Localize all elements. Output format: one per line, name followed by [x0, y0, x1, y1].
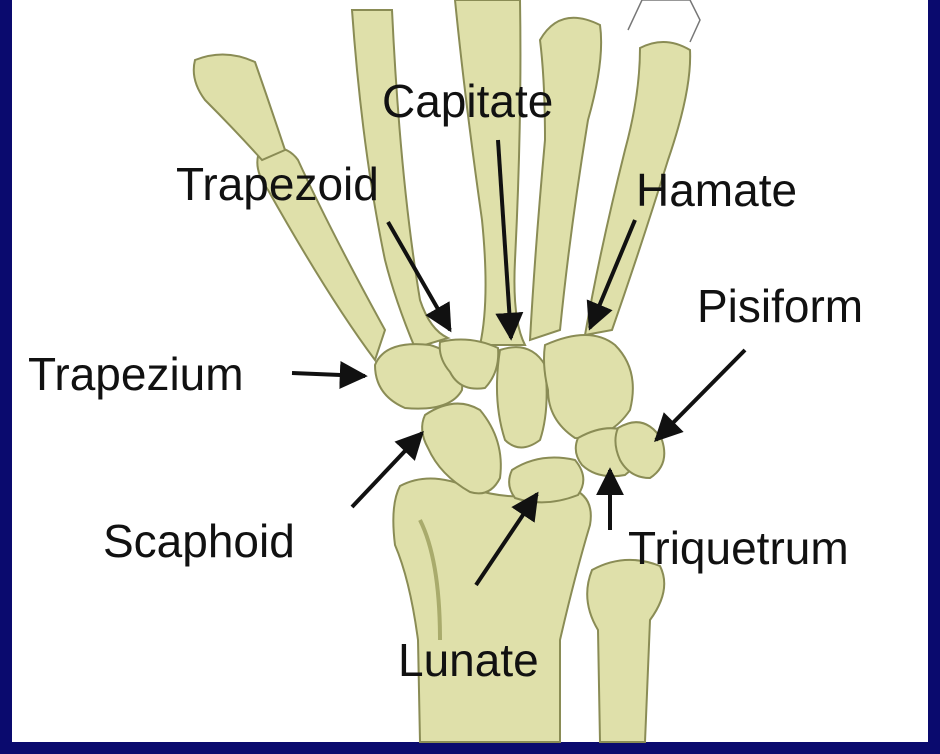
label-triquetrum: Triquetrum	[628, 522, 849, 574]
hamate-bone	[544, 335, 633, 438]
label-lunate: Lunate	[398, 634, 539, 686]
label-scaphoid: Scaphoid	[103, 515, 295, 567]
capitate-bone	[497, 347, 547, 447]
lunate-bone	[509, 458, 583, 503]
label-trapezium: Trapezium	[28, 348, 244, 400]
label-hamate: Hamate	[636, 164, 797, 216]
label-pisiform: Pisiform	[697, 280, 863, 332]
label-trapezoid: Trapezoid	[176, 158, 379, 210]
label-capitate: Capitate	[382, 75, 553, 127]
